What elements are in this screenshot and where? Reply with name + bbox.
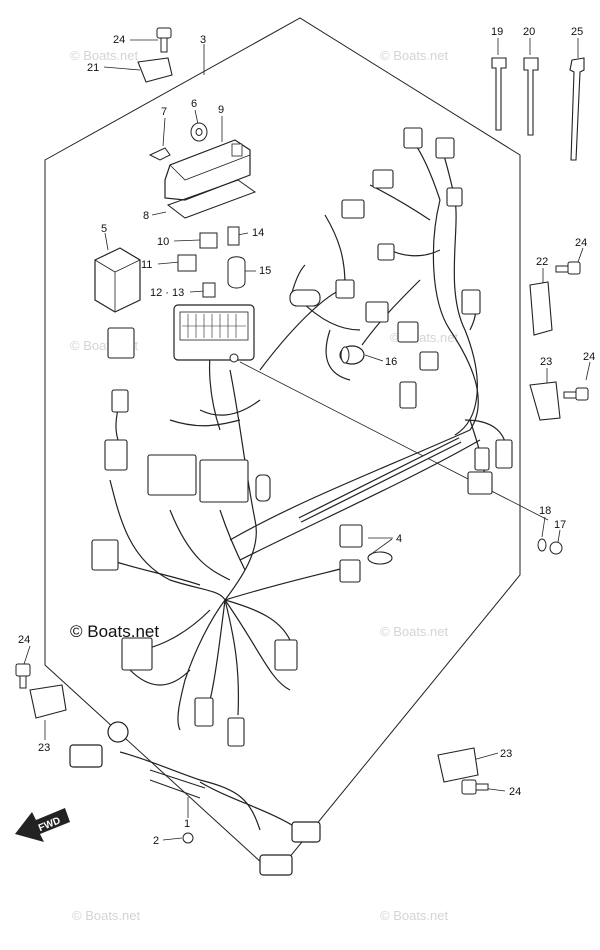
fuse-box (173, 304, 255, 363)
callout-20: 20 (523, 26, 535, 38)
callouts: 3 24 21 6 9 7 8 5 10 14 11 15 12 · 13 16… (18, 26, 595, 847)
bulb (227, 256, 246, 289)
nut (549, 541, 563, 555)
grommet (190, 122, 208, 142)
connectors (91, 127, 513, 747)
callout-23: 23 (500, 748, 512, 760)
fuse-box-cover (164, 139, 251, 201)
watermark: © Boats.net (380, 48, 449, 63)
sensor-plug (339, 345, 365, 365)
callout-24: 24 (509, 786, 521, 798)
callout-15: 15 (259, 265, 271, 277)
mini-fuse (202, 282, 216, 298)
washer (537, 538, 547, 552)
callout-3: 3 (200, 34, 206, 46)
callout-22: 22 (536, 256, 548, 268)
callout-12-13: 12 · 13 (150, 287, 184, 299)
callout-6: 6 (191, 98, 197, 110)
callout-24: 24 (18, 634, 30, 646)
callout-17: 17 (554, 519, 566, 531)
bolts (15, 27, 589, 795)
watermark: © Boats.net (72, 908, 141, 923)
small-relay (177, 254, 197, 272)
callout-24: 24 (575, 237, 587, 249)
fuse (227, 226, 240, 246)
harness-wires (109, 139, 507, 731)
callout-4: 4 (396, 533, 402, 545)
callout-5: 5 (101, 223, 107, 235)
small-relay (199, 232, 218, 249)
clip (148, 147, 171, 161)
brackets (29, 57, 561, 783)
relay (94, 247, 141, 313)
callout-9: 9 (218, 104, 224, 116)
callout-10: 10 (157, 236, 169, 248)
callout-24: 24 (113, 34, 125, 46)
battery-cable (69, 721, 321, 876)
callout-24: 24 (583, 351, 595, 363)
gasket (166, 179, 257, 219)
cable-ties (491, 57, 585, 161)
forward-arrow: FWD (15, 808, 70, 842)
copyright-label: © Boats.net (70, 622, 159, 641)
leader-lines (23, 38, 591, 841)
callout-1: 1 (184, 818, 190, 830)
watermark: © Boats.net (380, 624, 449, 639)
callout-7: 7 (161, 106, 167, 118)
callout-14: 14 (252, 227, 264, 239)
callout-11: 11 (141, 259, 152, 271)
callout-19: 19 (491, 26, 503, 38)
callout-23: 23 (540, 356, 552, 368)
callout-18: 18 (539, 505, 551, 517)
callout-23: 23 (38, 742, 50, 754)
callout-21: 21 (87, 62, 99, 74)
callout-16: 16 (385, 356, 397, 368)
callout-8: 8 (143, 210, 149, 222)
watermark: © Boats.net (380, 908, 449, 923)
watermark: © Boats.net (70, 48, 139, 63)
ring-terminal (367, 551, 393, 565)
callout-25: 25 (571, 26, 583, 38)
wire-sleeve (298, 437, 462, 523)
callout-2: 2 (153, 835, 159, 847)
